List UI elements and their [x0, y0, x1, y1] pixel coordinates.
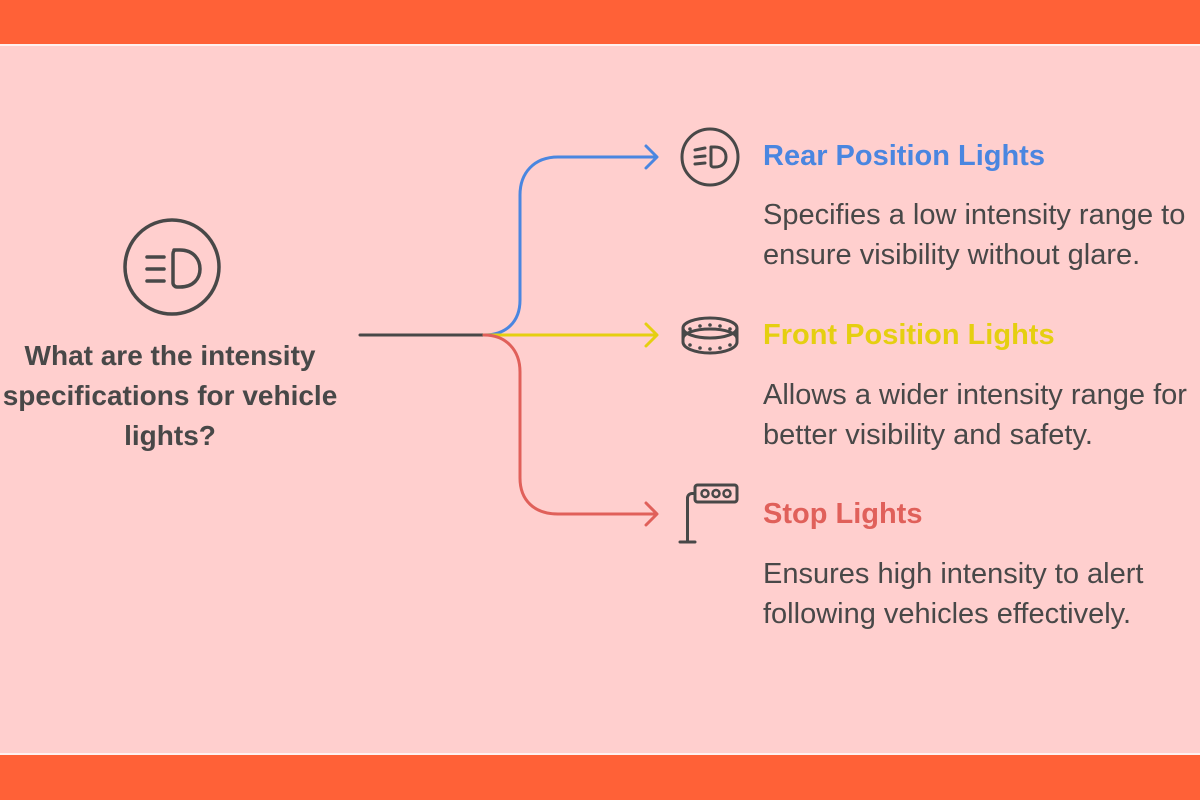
front-position-lights-title: Front Position Lights — [763, 319, 1055, 351]
front-position-lights-description: Allows a wider intensity range for bette… — [763, 379, 1187, 451]
top-banner — [0, 0, 1200, 44]
stop-lights-description: Ensures high intensity to alert followin… — [763, 558, 1144, 630]
traffic-light-pole-icon — [678, 483, 739, 544]
bottom-divider — [0, 753, 1200, 755]
ring-light-icon — [681, 316, 739, 355]
bottom-banner — [0, 755, 1200, 800]
arrow-front — [644, 322, 659, 348]
rear-position-lights-title: Rear Position Lights — [763, 140, 1045, 172]
low-beam-headlight-icon — [680, 127, 740, 187]
arrow-stop — [644, 501, 659, 527]
top-divider — [0, 44, 1200, 46]
branch-rear — [482, 155, 658, 337]
central-question: What are the intensity specifications fo… — [2, 340, 338, 451]
headlight-icon — [123, 218, 221, 316]
rear-position-lights-description: Specifies a low intensity range to ensur… — [763, 199, 1186, 271]
stop-lights-title: Stop Lights — [763, 498, 923, 530]
branch-stop — [482, 333, 658, 516]
arrow-rear — [644, 144, 659, 170]
